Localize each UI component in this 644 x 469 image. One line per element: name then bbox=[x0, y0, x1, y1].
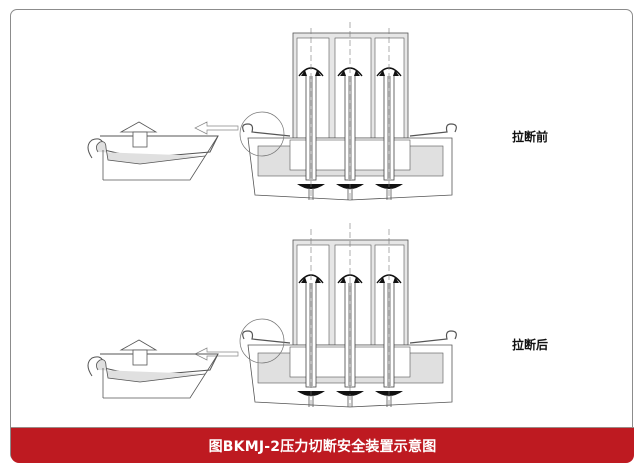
label-after-break: 拉断后 bbox=[512, 338, 549, 352]
assembly-after bbox=[239, 223, 457, 408]
flange-detail-after bbox=[87, 339, 219, 399]
figure-caption: 图BKMJ-2压力切断安全装置示意图 bbox=[208, 438, 437, 455]
caption-band: 图BKMJ-2压力切断安全装置示意图 bbox=[11, 427, 634, 463]
assembly-before bbox=[239, 22, 457, 201]
label-before-break: 拉断前 bbox=[512, 130, 549, 144]
arrow-left-before bbox=[194, 121, 239, 135]
flange-detail-before bbox=[87, 121, 219, 181]
